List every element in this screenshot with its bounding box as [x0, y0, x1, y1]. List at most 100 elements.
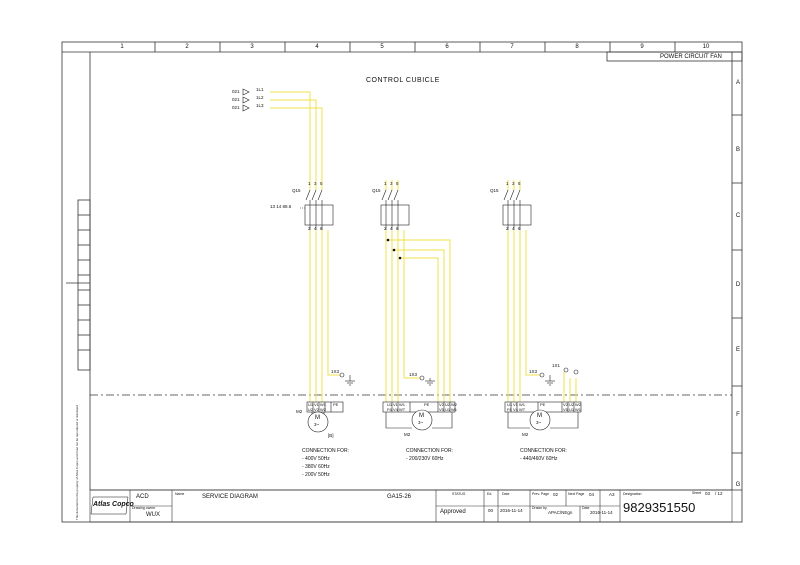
drawn-by: APAC/NEgn — [548, 510, 573, 515]
date-label: Date — [502, 492, 510, 496]
column-1: 1 — [120, 44, 124, 50]
motor-2-term-u1: U1 — [387, 402, 393, 407]
motor-2 — [382, 401, 456, 431]
drawing-owner: WUX — [146, 512, 160, 518]
motor-1-term-u1: U1 — [308, 402, 314, 407]
date2: 2016-11-14 — [590, 510, 613, 515]
column-8: 8 — [575, 44, 579, 50]
b1-bot-6: 6 — [320, 226, 323, 231]
supply-source-3: 021 — [232, 105, 240, 110]
b2-top-3: 3 — [390, 181, 393, 186]
motor-2-phase: 3~ — [418, 420, 424, 425]
motor-2-m: M — [419, 413, 424, 419]
supply-label-l3: 1L3 — [256, 103, 264, 108]
b3-bot-4: 4 — [512, 226, 515, 231]
motor-2-ref-6: U1 — [445, 407, 451, 412]
motor-3-m: M — [537, 413, 542, 419]
b3-bot-2: 2 — [506, 226, 509, 231]
motor-3-ref-7: W1 — [575, 407, 581, 412]
motor-2-ref-7: W1 — [451, 407, 457, 412]
motor-1-name: M2 — [296, 409, 303, 414]
supply-source-2: 021 — [232, 97, 240, 102]
motor-1-voltage-2: - 380V 60Hz — [302, 464, 330, 470]
supply-label-l1: 1L1 — [256, 87, 264, 92]
breaker-3 — [502, 189, 532, 230]
motor-3-term-u2: U2 — [569, 402, 575, 407]
designation: 9829351550 — [623, 500, 696, 515]
motor-1-term-v2: V2 — [314, 407, 319, 412]
motor-2-ref-3: WT — [399, 407, 406, 412]
motor-2-term-v2: V2 — [439, 402, 444, 407]
atlas-copco-logo-text: Atlas Copco — [93, 501, 134, 508]
motor-2-term-u2: U2 — [445, 402, 451, 407]
next-page-label: Next Page — [568, 492, 585, 496]
b3-top-5: 5 — [518, 181, 521, 186]
motor-3-term-w1: W1 — [519, 402, 525, 407]
earth-label-1: 1X3 — [331, 369, 340, 374]
status: Approved — [440, 509, 466, 515]
motor-3-term-v1: V1 — [513, 402, 518, 407]
earth-label-4: 1X1 — [552, 363, 561, 368]
row-g: G — [735, 482, 741, 488]
prev-page-label: Prev. Page — [532, 492, 550, 496]
b2-top-1: 1 — [384, 181, 387, 186]
b2-bot-6: 6 — [396, 226, 399, 231]
column-4: 4 — [315, 44, 319, 50]
side-note: This document is the property of Atlas C… — [75, 405, 79, 520]
date: 2016-11-14 — [500, 508, 523, 513]
motor-1-m: M — [315, 415, 320, 421]
supply-label-l2: 1L2 — [256, 95, 264, 100]
column-7: 7 — [510, 44, 514, 50]
motor-3-voltage-1: - 440/460V 60Hz — [520, 456, 558, 462]
b2-top-5: 5 — [396, 181, 399, 186]
sheet-total: / 12 — [715, 491, 723, 496]
motor-1-voltage-3: - 200V 50Hz — [302, 472, 330, 478]
motor-3-ref-5: V5 — [563, 407, 568, 412]
motor-1-voltage-1: - 400V 50Hz — [302, 456, 330, 462]
row-e: E — [735, 347, 740, 353]
supply-source-1: 021 — [232, 89, 240, 94]
b1-bot-2: 2 — [308, 226, 311, 231]
earth-label-3: 1X3 — [529, 369, 538, 374]
motor-3-term-u1: U1 — [507, 402, 513, 407]
motor-1-term-v1: V1 — [314, 402, 319, 407]
motor-3-ref-2: V4 — [513, 407, 518, 412]
breaker-2 — [380, 189, 410, 230]
row-f: F — [736, 412, 740, 418]
motor-2-term-pe: PE — [424, 402, 430, 407]
row-a: A — [735, 80, 740, 86]
supply-arrows — [242, 88, 250, 112]
date2-label: Date — [582, 506, 590, 510]
page-title: POWER CIRCUIT FAN — [660, 54, 722, 60]
sheet-frame — [61, 41, 743, 523]
edition: 00 — [488, 508, 494, 513]
name-label: Name — [175, 492, 185, 496]
motor-1-term-w1: W1 — [320, 402, 326, 407]
format: A3 — [609, 492, 615, 497]
b3-top-3: 3 — [512, 181, 515, 186]
breaker-3-name: Q15 — [490, 188, 499, 193]
motor-3-connection-heading: CONNECTION FOR: — [520, 448, 567, 454]
motor-1-term-u2: U2 — [308, 407, 314, 412]
motor-3-ref-6: U1 — [569, 407, 575, 412]
motor-3-term-w2: W2 — [575, 402, 581, 407]
b1-top-5: 5 — [320, 181, 323, 186]
row-c: C — [735, 213, 741, 219]
motor-2-term-v1: V1 — [393, 402, 398, 407]
earth-label-2: 1X3 — [409, 372, 418, 377]
column-6: 6 — [445, 44, 449, 50]
sheet-label: Sheet — [692, 491, 702, 495]
motor-1-connection-heading: CONNECTION FOR: — [302, 448, 349, 454]
breaker-2-name: Q15 — [372, 188, 381, 193]
motor-1-term-w2: W2 — [320, 407, 326, 412]
motor-3-phase: 3~ — [536, 420, 542, 425]
motor-3-term-v2: V2 — [563, 402, 568, 407]
next-page: 04 — [589, 492, 595, 497]
section-title: CONTROL CUBICLE — [366, 77, 440, 84]
motor-1-term-pe: PE — [333, 402, 339, 407]
motor-3-ref-3: WT — [519, 407, 526, 412]
motor-1-phase: 3~ — [314, 422, 320, 427]
breaker-1 — [300, 189, 334, 230]
motor-3-ref-1: F6 — [507, 407, 512, 412]
